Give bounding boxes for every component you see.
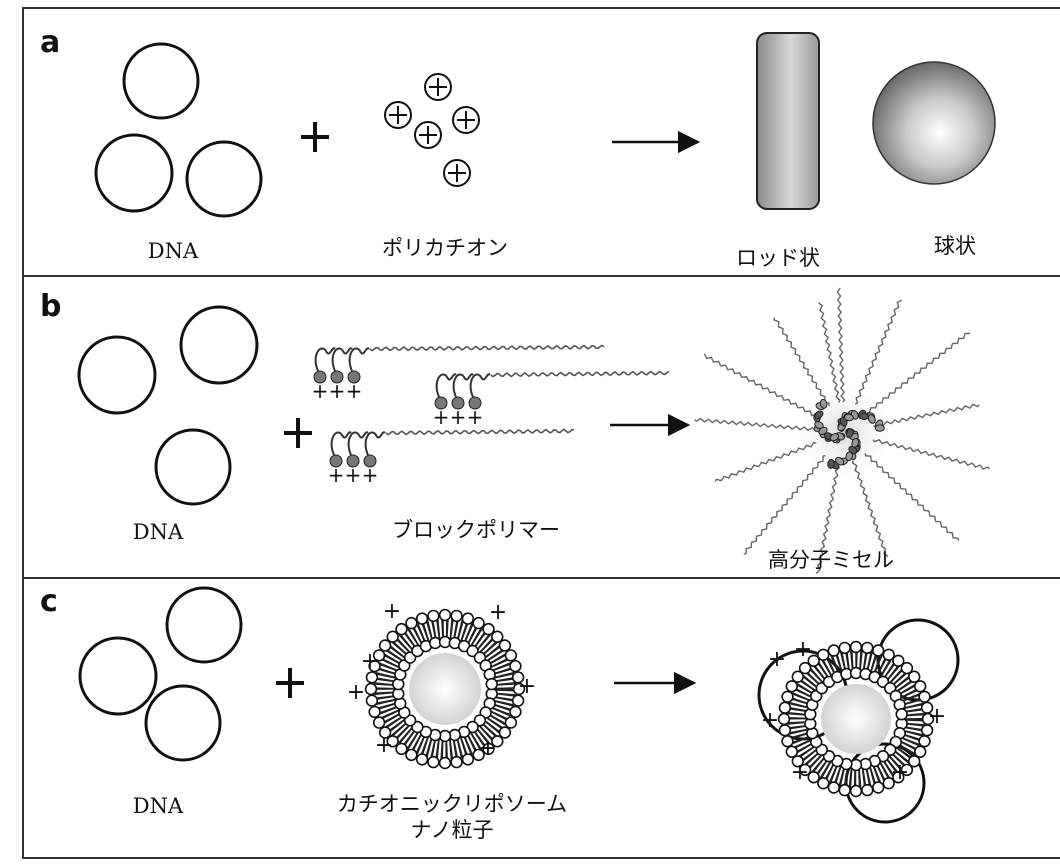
- micelle-shell-chain: [865, 453, 958, 541]
- positive-charge: +: [361, 649, 379, 674]
- panel-c-liposome-dna-complex: + + + + + +: [761, 637, 946, 796]
- panel-c-reagent-label-line1: カチオニックリポソーム: [337, 794, 567, 815]
- panel-b-dna-label: DNA: [133, 522, 183, 543]
- positive-charge: +: [347, 680, 365, 705]
- panel-a-dna-label: DNA: [148, 241, 198, 262]
- polycation-2: [385, 102, 411, 128]
- panel-c-dna-circles: [80, 588, 241, 760]
- panel-b-letter: b: [40, 292, 61, 322]
- positive-charge: +: [383, 599, 401, 624]
- micelle-shell-chain: [774, 318, 829, 407]
- panel-a-sphere-label: 球状: [934, 236, 976, 257]
- svg-text:+: +: [328, 463, 345, 487]
- panel-b-block-polymers: +++++++++: [312, 345, 669, 487]
- polycation-1: [425, 74, 451, 100]
- micelle-shell-chain: [867, 333, 970, 412]
- positive-charge: +: [489, 600, 507, 625]
- panel-a-reagent-label: ポリカチオン: [382, 238, 508, 259]
- svg-text:+: +: [433, 405, 450, 429]
- polycation-3: [453, 107, 479, 133]
- positive-charge: +: [794, 637, 812, 662]
- positive-charge: +: [761, 708, 779, 733]
- micelle-shell-chain: [704, 354, 818, 417]
- svg-text:+: +: [329, 379, 346, 403]
- svg-text:+: +: [362, 463, 379, 487]
- panel-b-reagent-label: ブロックポリマー: [392, 520, 560, 541]
- panel-a-sphere-particle: [873, 62, 995, 184]
- positive-charge: +: [928, 704, 946, 729]
- positive-charge: +: [375, 733, 393, 758]
- panel-c-letter: c: [40, 587, 58, 617]
- panel-a-plus-operator: [301, 122, 329, 152]
- panel-b-plus-operator: [284, 418, 312, 448]
- svg-text:+: +: [345, 463, 362, 487]
- micelle-shell-chain: [744, 456, 826, 554]
- panel-a-polycations: [385, 74, 479, 186]
- svg-text:+: +: [346, 379, 363, 403]
- micelle-shell-chain: [855, 300, 902, 404]
- panel-c-dna-label: DNA: [133, 796, 183, 817]
- positive-charge: +: [791, 760, 809, 785]
- svg-text:+: +: [467, 405, 484, 429]
- block-polymer-3: +++: [328, 430, 574, 488]
- svg-text:+: +: [312, 379, 329, 403]
- positive-charge: +: [768, 647, 786, 672]
- positive-charge: +: [518, 674, 536, 699]
- panel-c-reagent-label-line2: ナノ粒子: [411, 820, 494, 841]
- panel-a-rod-label: ロッド状: [736, 248, 820, 269]
- svg-text:+: +: [450, 405, 467, 429]
- panel-b-dna-circles: [79, 307, 257, 504]
- polycation-5: [444, 160, 470, 186]
- panel-b-polymer-micelle: [695, 288, 990, 573]
- panel-a-letter: a: [40, 28, 60, 58]
- block-polymer-2: +++: [433, 371, 669, 429]
- panel-a-rod-particle: [757, 33, 819, 209]
- panel-b-micelle-label: 高分子ミセル: [768, 550, 894, 571]
- positive-charge: +: [891, 760, 909, 785]
- panel-a-dna-circles: [96, 44, 261, 216]
- panel-c-cationic-liposome: +++++++: [347, 599, 536, 768]
- panel-c-plus-operator: [276, 668, 304, 698]
- polycation-4: [415, 122, 441, 148]
- positive-charge: +: [479, 736, 497, 761]
